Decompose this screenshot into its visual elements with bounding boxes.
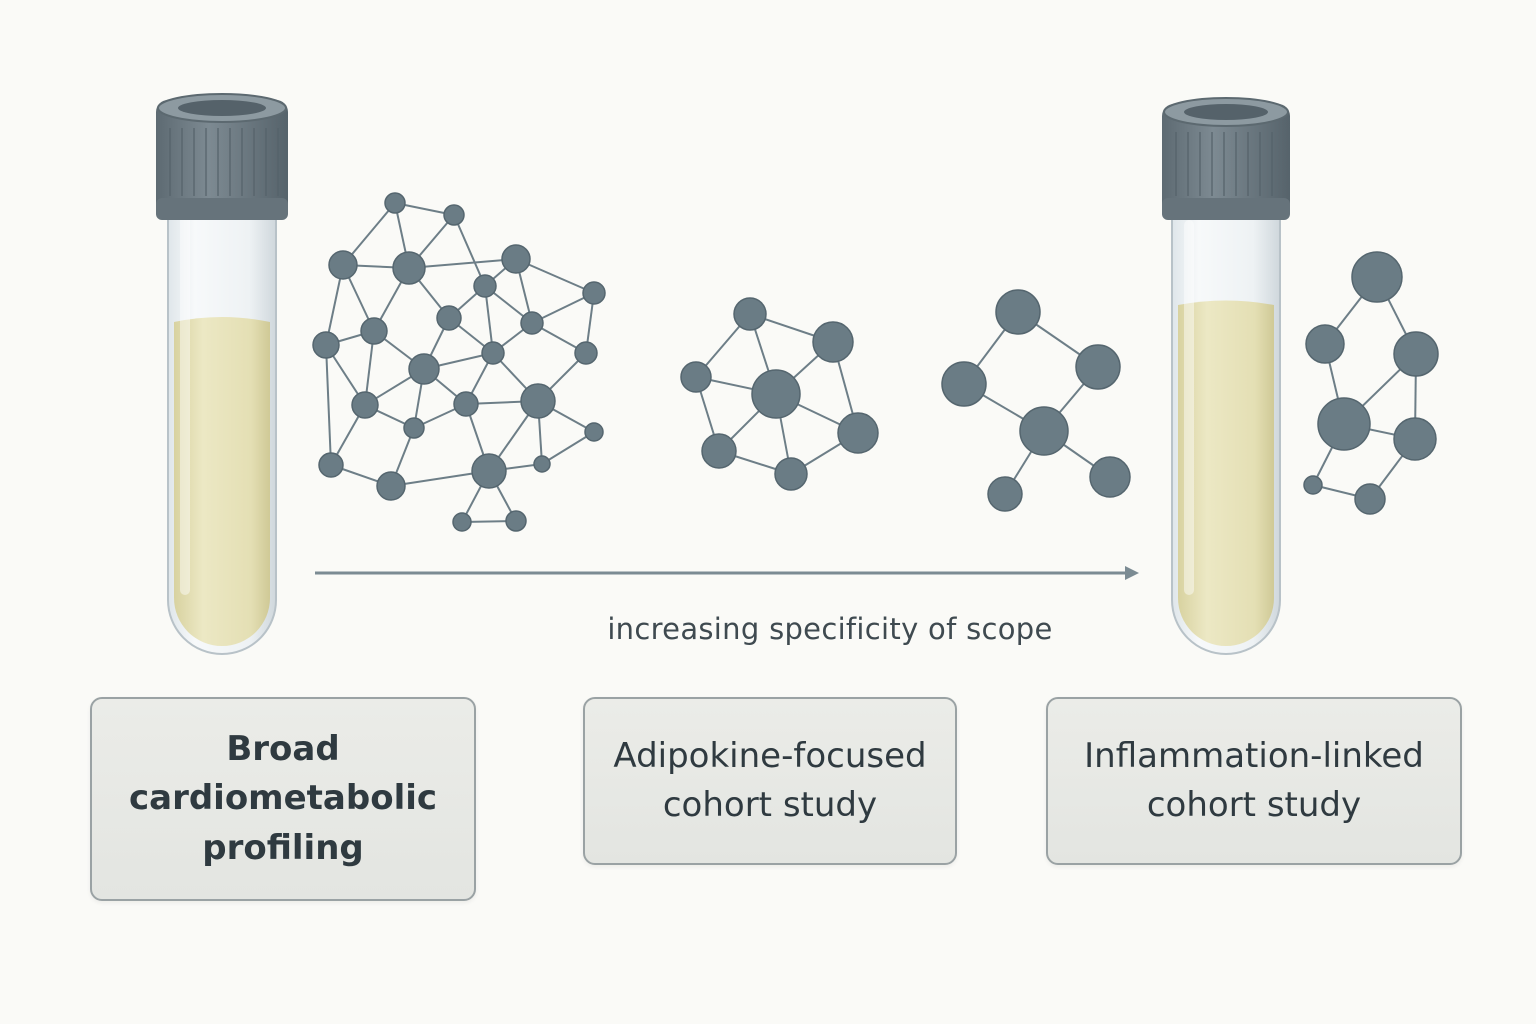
network-edge bbox=[453, 214, 486, 287]
network-node bbox=[774, 457, 808, 491]
network-node bbox=[403, 417, 425, 439]
stage-label: Broad cardiometabolic profiling bbox=[128, 729, 438, 868]
network-node bbox=[453, 391, 479, 417]
molecule-network-icon-inflammation-small bbox=[1303, 251, 1439, 515]
scope-arrow-label: increasing specificity of scope bbox=[607, 612, 1053, 646]
network-edge bbox=[408, 258, 517, 269]
network-node bbox=[1303, 475, 1323, 495]
network-node bbox=[1089, 456, 1131, 498]
tube-cap bbox=[1162, 104, 1290, 220]
network-node bbox=[505, 510, 527, 532]
network-node bbox=[941, 361, 987, 407]
sample-tube-left bbox=[156, 93, 288, 655]
network-node bbox=[1075, 344, 1121, 390]
network-node bbox=[471, 453, 507, 489]
network-node bbox=[520, 383, 556, 419]
sample-tube-right bbox=[1162, 97, 1290, 655]
network-node bbox=[436, 305, 462, 331]
network-node bbox=[733, 297, 767, 331]
network-edge bbox=[541, 431, 595, 465]
network-node bbox=[574, 341, 598, 365]
network-node bbox=[452, 512, 472, 532]
tube-highlight bbox=[180, 215, 190, 595]
network-node bbox=[701, 433, 737, 469]
network-node bbox=[995, 289, 1041, 335]
tube-serum bbox=[174, 317, 270, 646]
tube-cap-opening bbox=[178, 100, 266, 116]
network-node bbox=[376, 471, 406, 501]
molecule-network-icon-adipokine bbox=[680, 297, 879, 491]
network-node bbox=[584, 422, 604, 442]
network-node bbox=[443, 204, 465, 226]
network-node bbox=[481, 341, 505, 365]
network-node bbox=[351, 391, 379, 419]
network-node bbox=[1305, 324, 1345, 364]
network-node bbox=[1019, 406, 1069, 456]
network-edge bbox=[325, 344, 332, 466]
network-node bbox=[501, 244, 531, 274]
network-node bbox=[520, 311, 544, 335]
stage-card-inflammation-study: Inflammation-linked cohort study bbox=[1046, 697, 1462, 865]
network-node bbox=[812, 321, 854, 363]
network-node bbox=[1393, 331, 1439, 377]
network-node bbox=[318, 452, 344, 478]
network-node bbox=[751, 369, 801, 419]
network-node bbox=[1351, 251, 1403, 303]
network-node bbox=[408, 353, 440, 385]
network-node bbox=[582, 281, 606, 305]
network-node bbox=[360, 317, 388, 345]
network-node bbox=[384, 192, 406, 214]
network-node bbox=[533, 455, 551, 473]
molecule-network-icon-inflammation bbox=[941, 289, 1131, 512]
network-node bbox=[1354, 483, 1386, 515]
network-node bbox=[392, 251, 426, 285]
network-node bbox=[473, 274, 497, 298]
tube-serum bbox=[1178, 300, 1274, 646]
molecule-network-icon-broad bbox=[312, 192, 606, 532]
tube-cap-opening bbox=[1184, 104, 1268, 120]
network-node bbox=[837, 412, 879, 454]
network-node bbox=[1317, 397, 1371, 451]
stage-label: Adipokine-focused cohort study bbox=[613, 735, 927, 825]
stage-card-adipokine-study: Adipokine-focused cohort study bbox=[583, 697, 957, 865]
stage-label: Inflammation-linked cohort study bbox=[1084, 735, 1424, 825]
stage-card-broad-profiling: Broad cardiometabolic profiling bbox=[90, 697, 476, 901]
tube-highlight bbox=[1184, 220, 1194, 595]
network-node bbox=[328, 250, 358, 280]
network-node bbox=[680, 361, 712, 393]
network-node bbox=[987, 476, 1023, 512]
network-node bbox=[312, 331, 340, 359]
network-node bbox=[1393, 417, 1437, 461]
